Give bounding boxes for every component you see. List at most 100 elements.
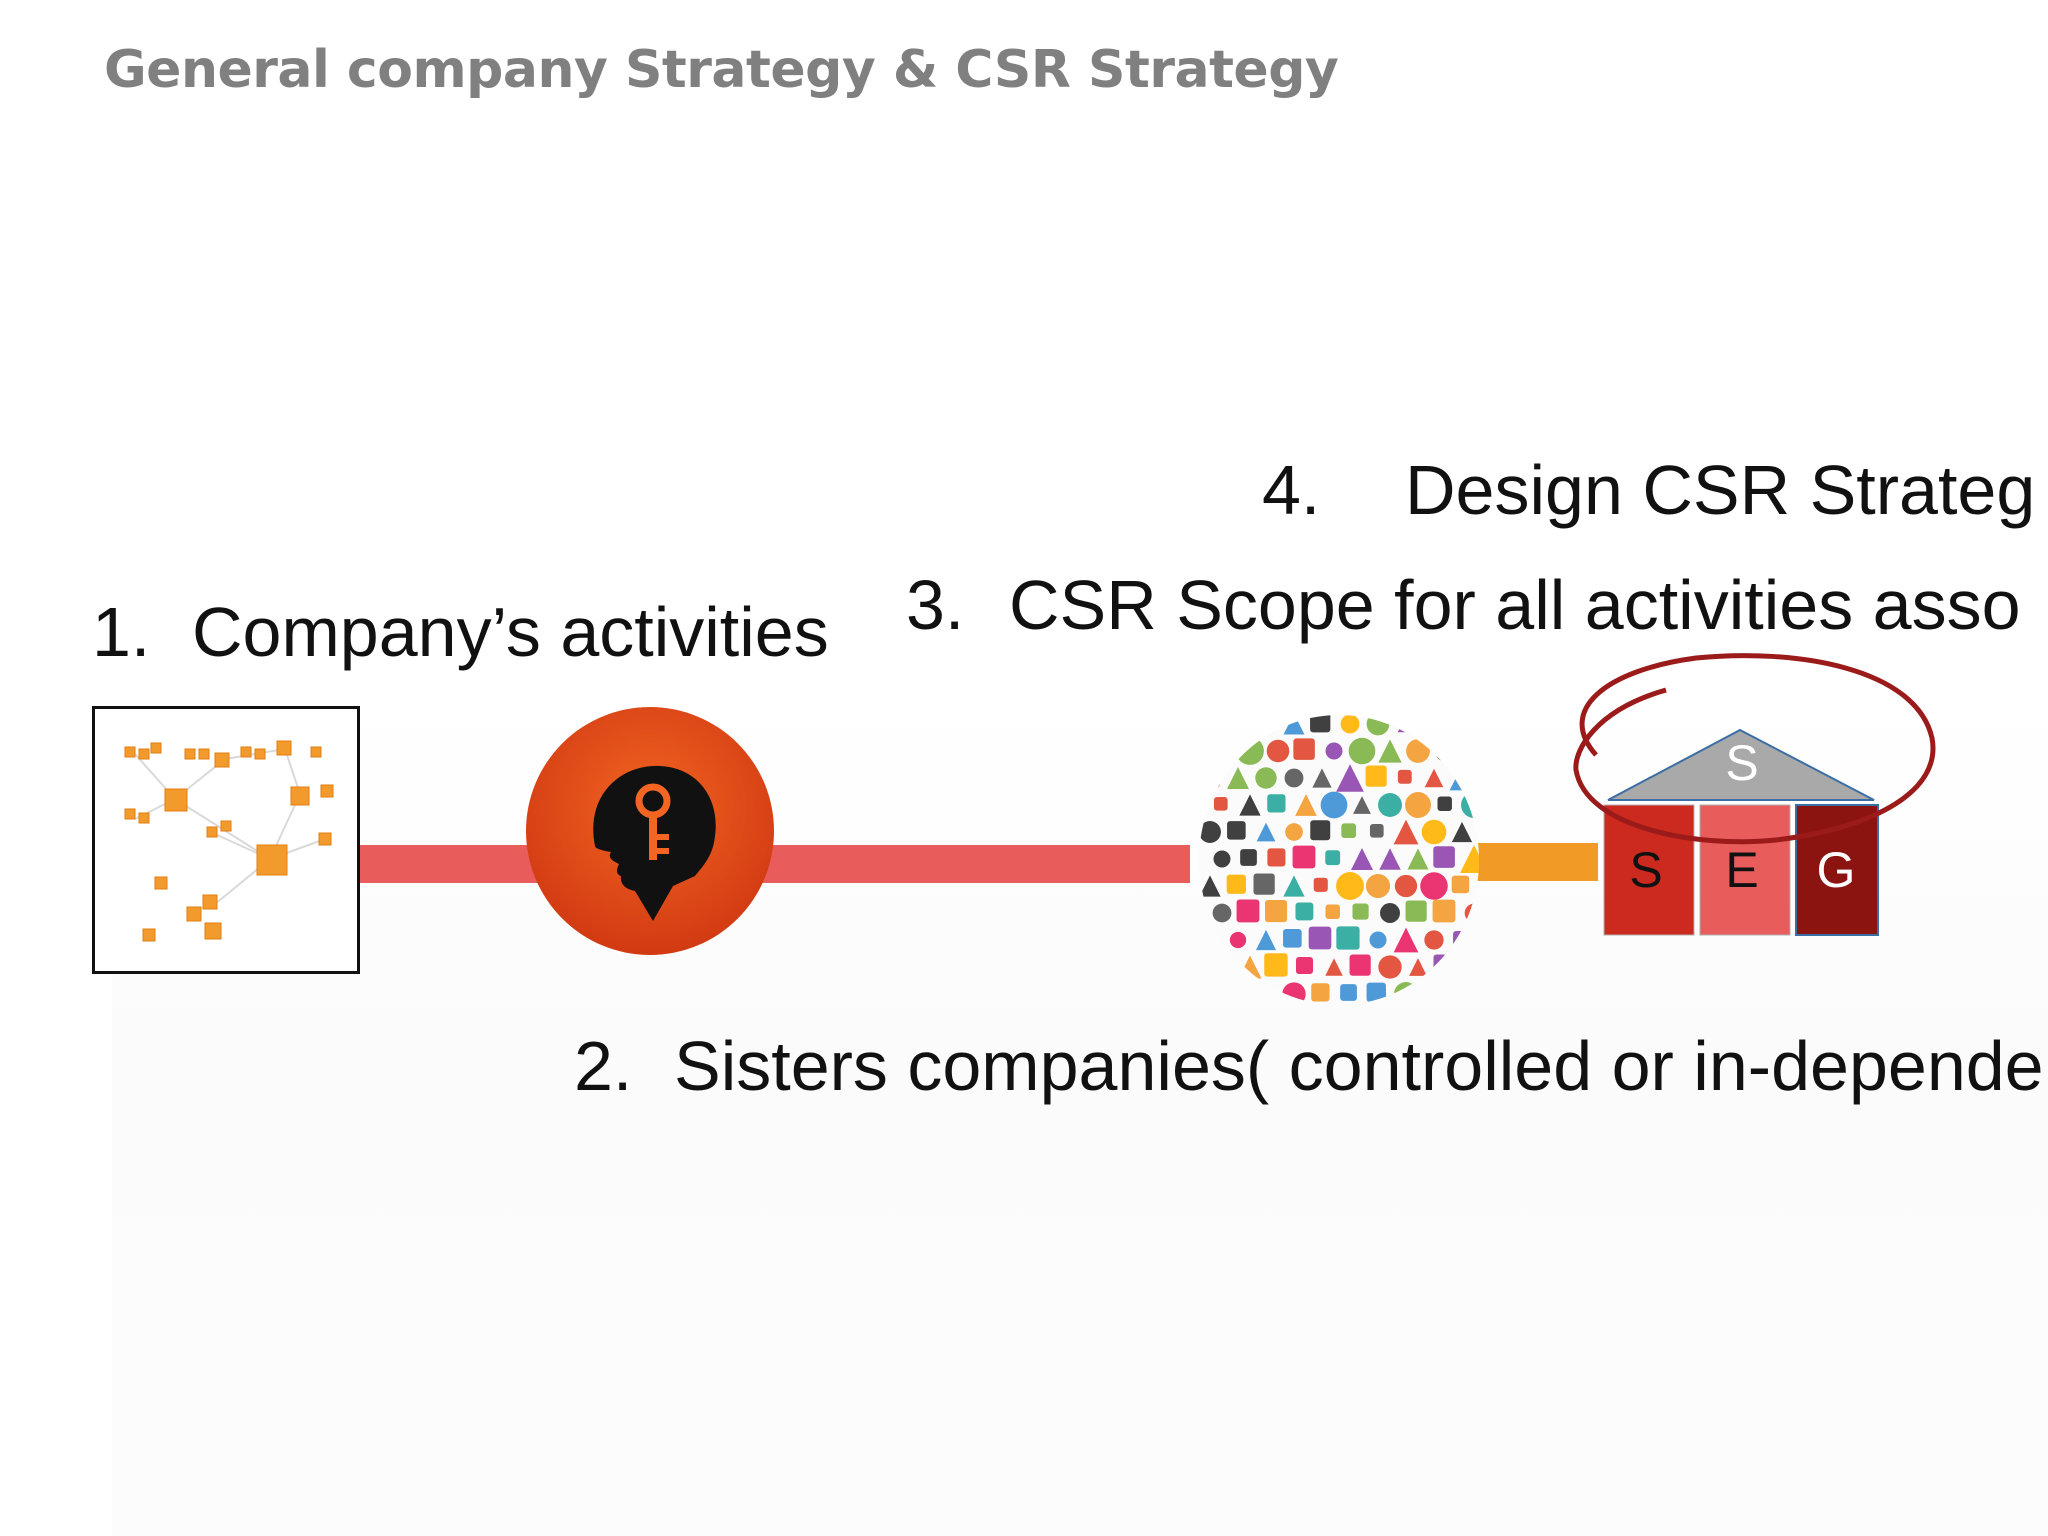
collage-glyph	[1378, 955, 1402, 979]
collage-glyph	[1255, 767, 1277, 789]
collage-glyph	[1293, 738, 1315, 760]
collage-glyph	[1460, 953, 1479, 981]
collage-glyph	[1336, 926, 1360, 950]
collage-glyph	[1380, 903, 1400, 923]
collage-glyph	[1325, 958, 1343, 976]
collage-glyph	[1265, 900, 1288, 923]
collage-glyph	[1460, 845, 1479, 873]
step-1-text: Company’s activities	[192, 593, 829, 671]
collage-glyph	[1336, 764, 1364, 792]
collage-glyph	[1285, 823, 1303, 841]
house-roof-label: S	[1725, 735, 1759, 791]
collage-glyph	[1213, 850, 1231, 868]
network-cubes-icon	[92, 706, 360, 974]
collage-glyph	[1266, 739, 1290, 763]
collage-glyph	[1378, 793, 1402, 817]
collage-glyph	[1369, 931, 1387, 949]
collage-glyph	[1229, 931, 1247, 949]
collage-glyph	[1409, 958, 1427, 976]
collage-glyph	[1255, 929, 1277, 951]
collage-glyph	[1432, 899, 1456, 923]
collage-glyph	[1283, 929, 1302, 948]
house-pillar-g-label: G	[1816, 842, 1856, 898]
collage-glyph	[1437, 796, 1452, 811]
collage-glyph	[1393, 819, 1419, 845]
collage-glyph	[1213, 796, 1228, 811]
collage-glyph	[1378, 739, 1402, 763]
step-2-label: 2.Sisters companies( controlled or in-de…	[574, 1031, 2044, 1101]
collage-glyph	[1295, 794, 1317, 816]
collage-glyph	[1453, 985, 1471, 1003]
collage-glyph	[1379, 848, 1401, 870]
collage-glyph	[1366, 715, 1390, 736]
slide-title: General company Strategy & CSR Strategy	[104, 40, 1339, 100]
collage-glyph	[1425, 715, 1443, 733]
collage-glyph	[1295, 902, 1314, 921]
collage-glyph	[1397, 715, 1415, 733]
collage-glyph	[1325, 904, 1340, 919]
collage-glyph	[1310, 820, 1331, 841]
collage-glyph	[1313, 877, 1328, 892]
step-3-number: 3.	[906, 566, 965, 644]
collage-glyph	[1308, 926, 1332, 950]
connector-bar	[358, 845, 1190, 883]
collage-glyph	[1236, 899, 1260, 923]
step-4-label: 4.Design CSR Strateg	[1262, 455, 2035, 525]
collage-glyph	[1394, 874, 1418, 898]
collage-glyph	[1340, 984, 1357, 1001]
collage-glyph	[1405, 900, 1427, 922]
collage-glyph	[1394, 982, 1418, 1005]
collage-glyph	[1256, 822, 1276, 842]
collage-glyph	[1295, 956, 1314, 975]
collage-glyph	[1451, 875, 1470, 894]
collage-glyph	[1424, 768, 1444, 788]
collage-glyph	[1405, 792, 1431, 818]
collage-glyph	[1353, 796, 1371, 814]
collage-glyph	[1240, 849, 1257, 866]
head-with-key-icon	[525, 706, 775, 956]
collage-glyph	[1349, 954, 1371, 976]
collage-glyph	[1209, 738, 1235, 764]
collage-glyph	[1199, 875, 1221, 897]
collage-glyph	[1239, 794, 1261, 816]
collage-glyph	[1365, 873, 1391, 899]
collage-glyph	[1199, 715, 1221, 735]
collage-glyph	[1452, 715, 1469, 731]
collage-glyph	[1312, 768, 1332, 788]
collage-glyph	[1283, 715, 1305, 735]
step-3-label: 3.CSR Scope for all activities asso	[906, 570, 2021, 640]
collage-glyph	[1227, 767, 1249, 789]
collage-glyph	[1424, 930, 1444, 950]
collage-glyph	[1282, 982, 1306, 1005]
collage-glyph	[1201, 931, 1219, 949]
collage-glyph	[1257, 715, 1272, 730]
step-2-text: Sisters companies( controlled or in-depe…	[674, 1027, 2044, 1105]
collage-glyph	[1393, 927, 1419, 953]
collage-glyph	[1336, 872, 1364, 900]
step-4-number: 4.	[1262, 451, 1321, 529]
collage-glyph	[1226, 874, 1246, 894]
house-pillar-s-label: S	[1629, 842, 1663, 898]
collage-glyph	[1236, 737, 1264, 765]
collage-glyph	[1228, 984, 1245, 1001]
icon-collage-circle	[1196, 712, 1482, 1008]
collage-glyph	[1365, 765, 1387, 787]
esg-house-icon	[1546, 650, 1946, 950]
collage-glyph	[1352, 903, 1369, 920]
collage-glyph	[1267, 794, 1286, 813]
collage-glyph	[1320, 791, 1348, 819]
collage-glyph	[1397, 769, 1412, 784]
collage-glyph	[1284, 768, 1304, 788]
collage-glyph	[1435, 740, 1457, 762]
collage-glyph	[1267, 848, 1286, 867]
collage-glyph	[1212, 903, 1232, 923]
collage-glyph	[1341, 823, 1357, 839]
collage-glyph	[1199, 764, 1220, 788]
collage-glyph	[1340, 715, 1360, 734]
step-1-number: 1.	[92, 593, 151, 671]
collage-glyph	[1253, 873, 1275, 895]
collage-glyph	[1311, 983, 1330, 1002]
step-3-text: CSR Scope for all activities asso	[1009, 566, 2021, 644]
collage-glyph	[1351, 848, 1373, 870]
